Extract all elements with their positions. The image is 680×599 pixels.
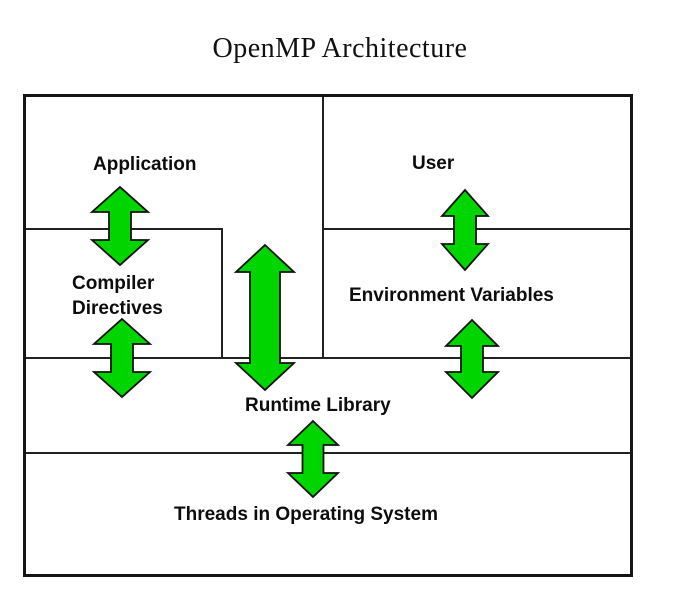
user-env-divider-line [323,228,631,230]
threads-band-top-line [26,452,631,454]
diagram-title: OpenMP Architecture [212,33,468,64]
environment-variables-label: Environment Variables [349,285,554,306]
outer-box [23,94,633,577]
user-label: User [412,153,455,174]
top-vertical-divider-line [322,97,324,358]
compiler-box-top-line [26,228,223,230]
runtime-band-top-line [26,357,631,359]
runtime-library-label: Runtime Library [245,395,391,416]
compiler-directives-label: Compiler Directives [72,273,163,319]
compiler-box-right-line [221,228,223,359]
application-label: Application [93,154,197,175]
threads-os-label: Threads in Operating System [174,504,438,525]
